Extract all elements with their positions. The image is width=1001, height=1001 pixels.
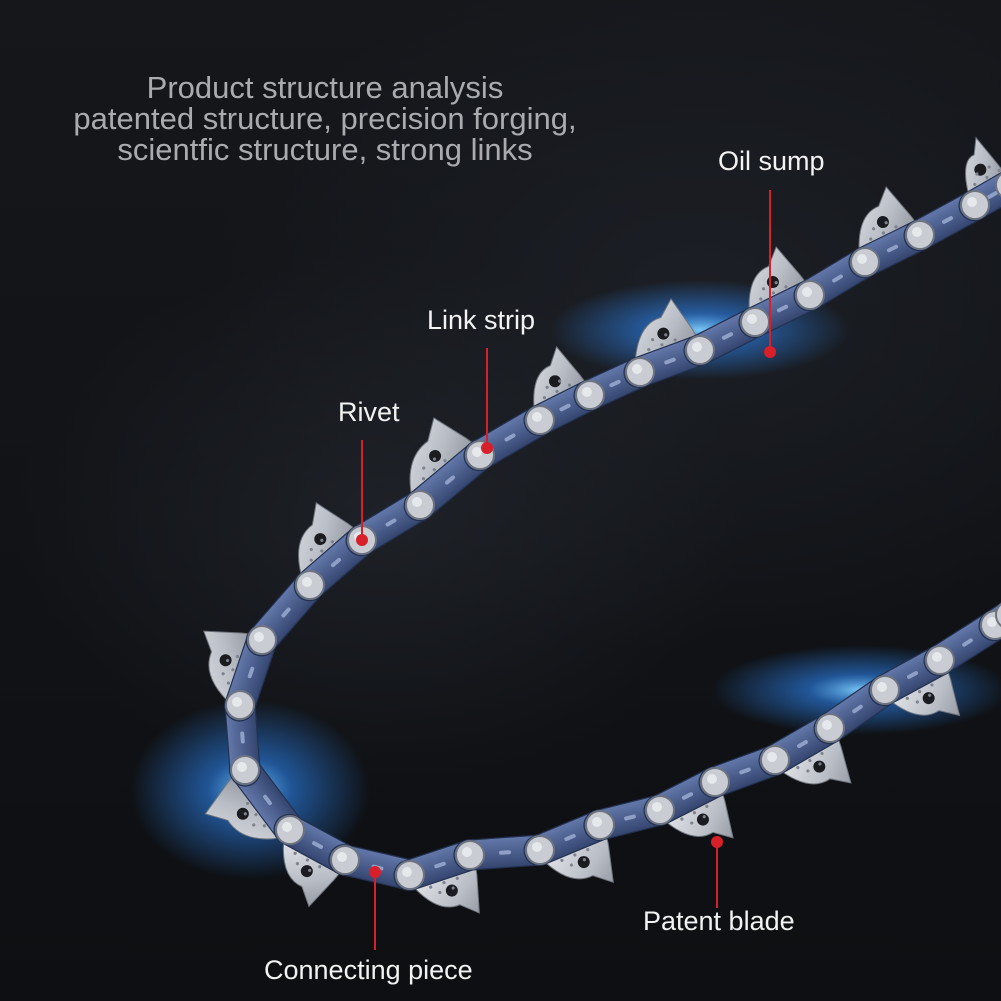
- oil-sump-hole: [696, 813, 709, 826]
- link-strip-label: Link strip: [427, 305, 536, 335]
- oil-sump-dot: [764, 346, 776, 358]
- rivet: [995, 603, 1001, 627]
- oil-sump-hole: [445, 884, 458, 897]
- oil-sump-hole: [876, 216, 889, 229]
- connecting-piece-dot: [369, 866, 381, 878]
- oil-sump-hole: [314, 533, 327, 546]
- oil-sump-hole: [300, 865, 313, 878]
- oil-sump-hole: [657, 327, 670, 340]
- patent-blade-label: Patent blade: [643, 906, 795, 936]
- cutter-blade: [533, 345, 591, 417]
- rivet-dot: [356, 534, 368, 546]
- link-strip-dot: [481, 442, 493, 454]
- upper-chain-strand: [203, 136, 1001, 847]
- cutter-blade: [965, 136, 1001, 202]
- headline-line-2: patented structure, precision forging,: [73, 101, 577, 136]
- oil-sump-hole: [429, 449, 442, 462]
- connecting-piece-label: Connecting piece: [264, 955, 473, 985]
- headline-block: Product structure analysis patented stru…: [20, 72, 630, 165]
- headline-line-1: Product structure analysis: [146, 70, 504, 105]
- lower-chain-strand: [273, 598, 1001, 914]
- oil-sump-hole: [813, 760, 826, 773]
- cutter-blade: [634, 297, 702, 369]
- rivet: [995, 173, 1001, 197]
- rivet-label: Rivet: [338, 397, 400, 427]
- callout-markers: [356, 190, 776, 950]
- oil-sump-hole: [236, 807, 249, 820]
- patent-blade-dot: [711, 836, 723, 848]
- headline-line-3: scientfic structure, strong links: [117, 132, 533, 167]
- oil-sump-hole: [577, 856, 590, 869]
- oil-sump-label: Oil sump: [718, 146, 825, 176]
- oil-sump-hole: [548, 375, 561, 388]
- oil-sump-hole: [922, 692, 935, 705]
- oil-sump-hole: [219, 654, 232, 667]
